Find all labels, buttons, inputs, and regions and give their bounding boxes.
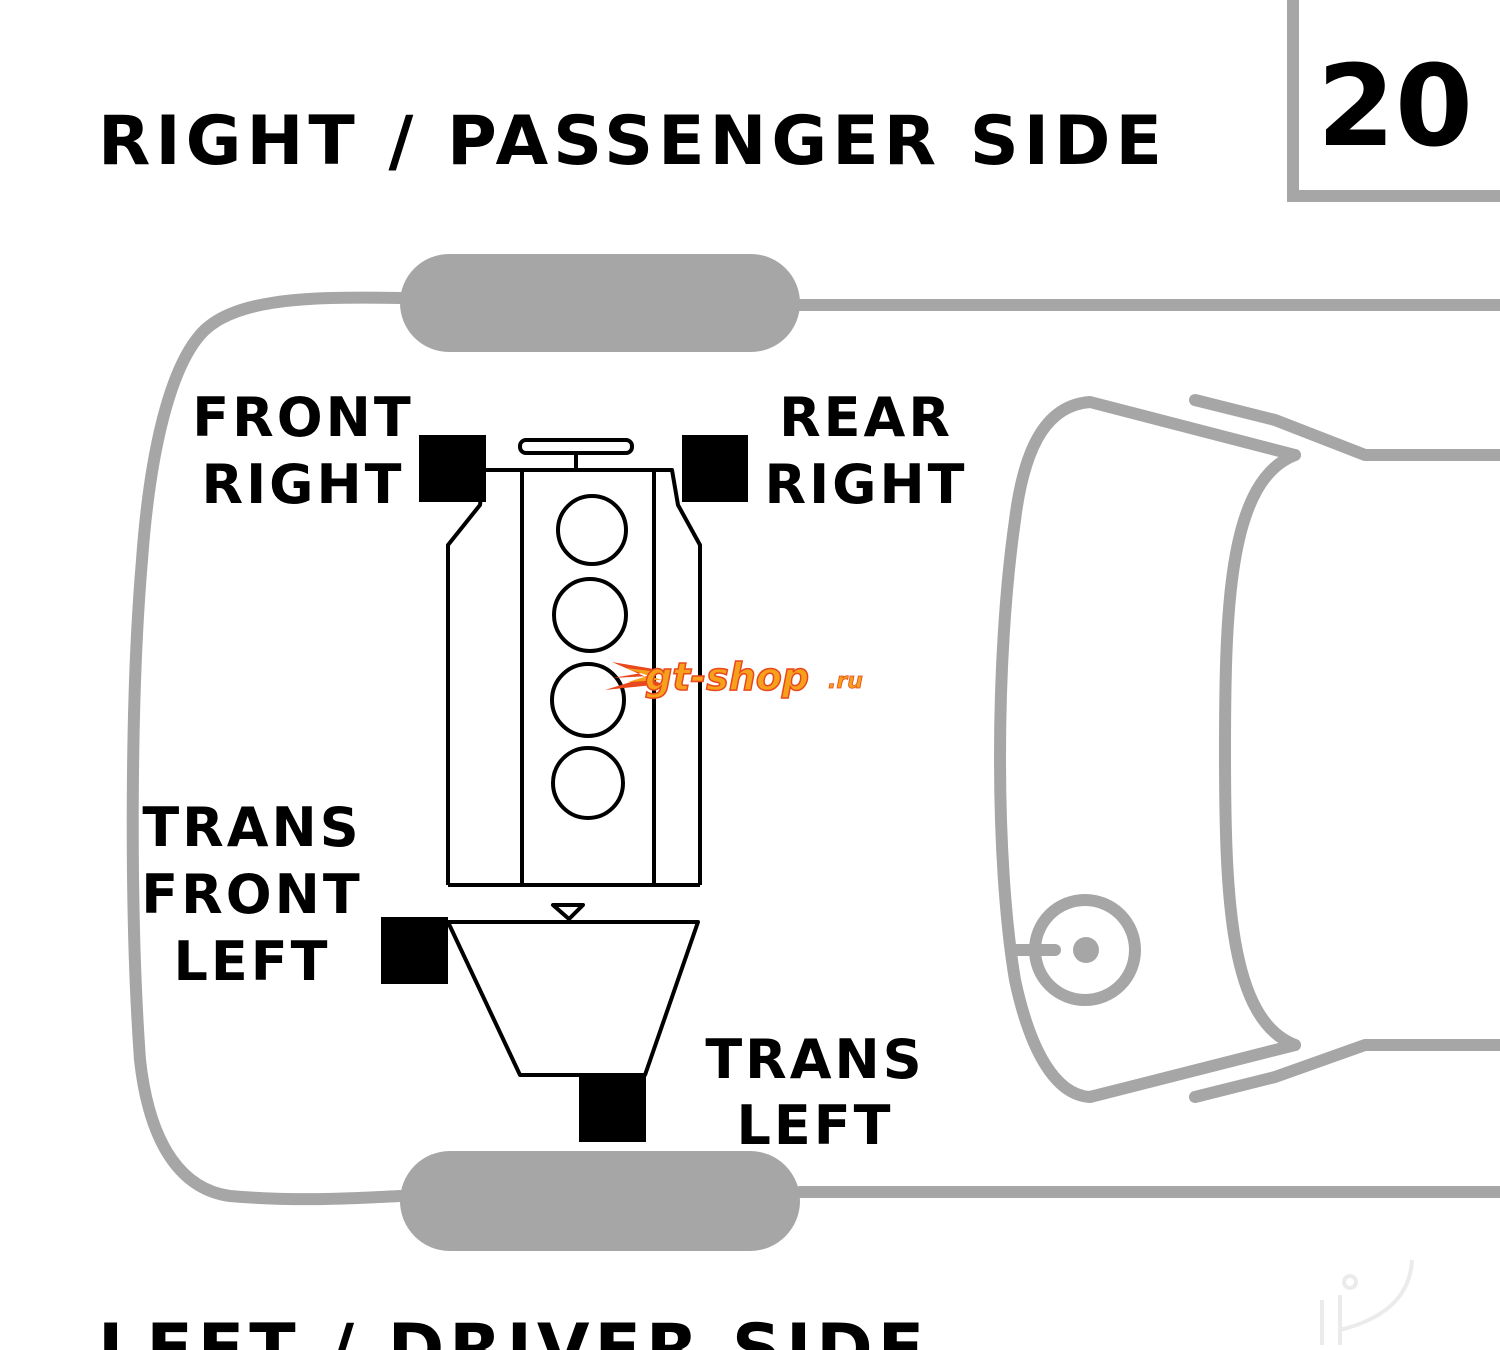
cabin-outline: [994, 394, 1500, 1103]
front-right-mount-marker: [419, 435, 486, 502]
steering-column: [1073, 937, 1099, 963]
heading-right-passenger-side: RIGHT / PASSENGER SIDE: [98, 102, 1167, 181]
trans-front-left-label-line-1: TRANS: [142, 796, 361, 859]
trans-left-label-line-2: LEFT: [736, 1094, 893, 1157]
svg-text:gt-shop: gt-shop: [645, 655, 809, 699]
trans-left-mount-marker: [579, 1075, 646, 1142]
rear-right-label-line-2: RIGHT: [764, 453, 967, 516]
front-right-label-line-2: RIGHT: [201, 453, 404, 516]
transmission: [446, 903, 700, 1077]
trans-front-left-label-line-2: FRONT: [141, 863, 362, 926]
front-left-wheel: [400, 1151, 800, 1251]
cylinder-1: [556, 494, 628, 566]
cylinder-2: [552, 577, 628, 653]
cylinder-3: [550, 662, 626, 738]
heading-left-driver-side: LEFT / DRIVER SIDE: [98, 1310, 929, 1350]
car-body-outline: [126, 291, 1500, 1206]
trans-front-left-label: TRANS FRONT LEFT: [141, 796, 362, 993]
front-right-label-line-1: FRONT: [192, 386, 413, 449]
trans-front-left-label-line-3: LEFT: [173, 930, 330, 993]
trans-left-label-line-1: TRANS: [705, 1028, 924, 1091]
page-number-box: 20: [1287, 0, 1500, 202]
cylinder-4: [551, 746, 625, 820]
trans-left-label: TRANS LEFT: [705, 1028, 924, 1157]
front-right-wheel: [400, 254, 800, 352]
page-number: 20: [1317, 42, 1473, 172]
front-right-label: FRONT RIGHT: [192, 386, 413, 516]
rear-right-mount-marker: [682, 435, 748, 502]
svg-text:.ru: .ru: [828, 669, 863, 694]
gt-shop-watermark-logo: gt-shop .ru: [605, 654, 863, 700]
faint-corner-logo: [1320, 1259, 1414, 1345]
rear-right-label-line-1: REAR: [779, 386, 953, 449]
trans-front-left-mount-marker: [381, 917, 448, 984]
rear-right-label: REAR RIGHT: [764, 386, 967, 516]
